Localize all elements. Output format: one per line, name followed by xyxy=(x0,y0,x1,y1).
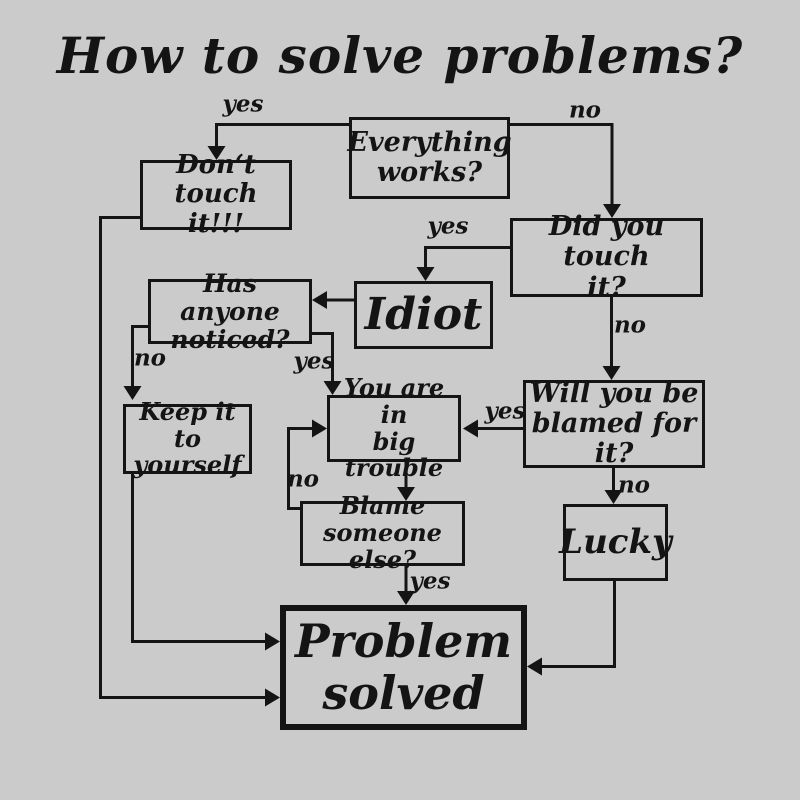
edge-label-blame-no: no xyxy=(286,465,320,493)
arrowhead-left xyxy=(312,291,327,309)
edge-blamed-no xyxy=(604,468,623,504)
arrowhead-down xyxy=(397,487,415,501)
node-lucky: Lucky xyxy=(559,504,672,581)
edge-noticed-yes xyxy=(312,332,342,395)
arrowhead-down xyxy=(602,366,621,380)
edge-blame-no xyxy=(287,419,327,510)
arrowhead-right xyxy=(265,688,280,707)
edge-trouble-to-blame xyxy=(397,462,415,501)
arrowhead-down xyxy=(397,591,415,605)
edge-label-blamed-no: no xyxy=(617,471,651,499)
edge-dont-touch-to-solved xyxy=(99,216,280,707)
edge-everything-no xyxy=(510,123,621,218)
edge-label-everything-yes: yes xyxy=(222,90,264,118)
arrowhead-right xyxy=(265,632,280,651)
arrowhead-down xyxy=(123,386,142,400)
edge-idiot-to-noticed xyxy=(312,291,354,309)
edge-keep-to-solved xyxy=(131,474,280,651)
edge-label-blamed-yes: yes xyxy=(484,397,526,425)
node-label: Idiot xyxy=(364,289,483,341)
edge-label-touch-no: no xyxy=(613,311,647,339)
edge-label-touch-yes: yes xyxy=(427,212,469,240)
arrowhead-down xyxy=(207,146,226,160)
arrowhead-right xyxy=(312,419,327,438)
edge-label-noticed-yes: yes xyxy=(293,347,335,375)
edge-label-everything-no: no xyxy=(568,96,602,124)
edge-blamed-yes xyxy=(463,419,523,438)
edge-lucky-to-solved xyxy=(527,581,616,676)
page-title: How to solve problems? xyxy=(56,26,744,85)
arrowhead-down xyxy=(603,204,621,218)
node-idiot: Idiot xyxy=(354,281,493,349)
edge-label-noticed-no: no xyxy=(133,344,167,372)
edge-everything-yes xyxy=(207,123,349,160)
arrowhead-left xyxy=(527,657,542,676)
arrowhead-down xyxy=(416,267,435,281)
arrowhead-down xyxy=(604,490,623,504)
arrowhead-down xyxy=(323,381,342,395)
edge-noticed-no xyxy=(123,325,148,400)
edge-blame-yes xyxy=(397,566,415,605)
node-label: Lucky xyxy=(559,522,672,563)
arrowhead-left xyxy=(463,419,478,438)
edge-touch-yes xyxy=(416,246,510,281)
edge-touch-no xyxy=(602,297,621,380)
edge-label-blame-yes: yes xyxy=(409,567,451,595)
